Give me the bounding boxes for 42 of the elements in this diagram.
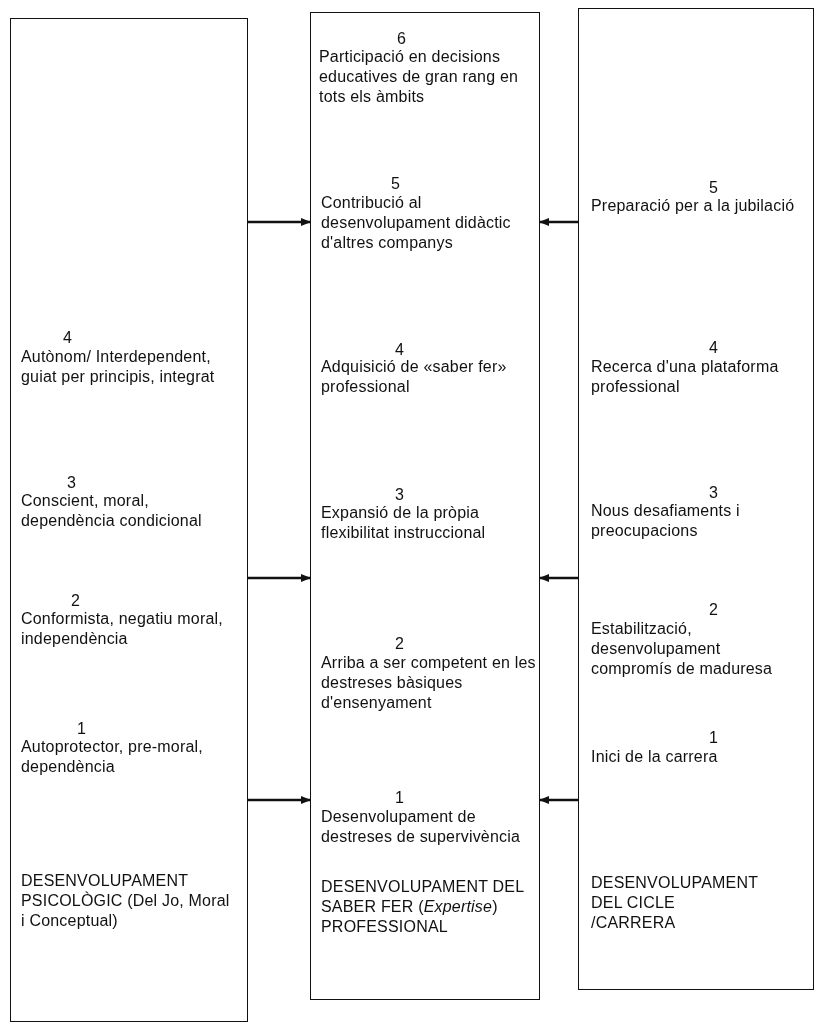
arrow — [539, 796, 578, 804]
stage-text: Inici de la carrera — [591, 747, 719, 767]
column-box — [310, 12, 540, 1000]
stage-number: 5 — [709, 178, 719, 198]
column-box — [10, 18, 248, 1022]
stage-text: Autònom/ Interdependent, guiat per principis, integrat — [21, 347, 216, 387]
stage-text: Adquisició de «saber fer» professional — [321, 357, 508, 397]
stage-text: Conscient, moral, dependència condicional — [21, 491, 203, 531]
stage-number: 1 — [77, 719, 87, 739]
arrow — [539, 574, 578, 582]
stage-number: 6 — [397, 29, 407, 49]
stage-text: Contribució al desenvolupament didàctic d'altres companys — [321, 193, 512, 253]
stage-number: 3 — [395, 485, 405, 505]
stage-number: 4 — [395, 340, 405, 360]
column-box — [578, 8, 814, 990]
stage-number: 4 — [63, 328, 73, 348]
stage-text: Conformista, negatiu moral, independència — [21, 609, 224, 649]
stage-text: Participació en decisions educatives de gran rang en tots els àmbits — [319, 47, 520, 107]
stage-text: Recerca d'una plataforma professional — [591, 357, 780, 397]
column-heading: DESENVOLUPAMENT PSICOLÒGIC (Del Jo, Moral i Conceptual) — [21, 871, 231, 931]
stage-number: 2 — [71, 591, 81, 611]
stage-text: Desenvolupament de destreses de supervivència — [321, 807, 522, 847]
column-heading: DESENVOLUPAMENT DEL SABER FER (Expertise) PROFESSIONAL — [321, 877, 525, 937]
stage-number: 5 — [391, 174, 401, 194]
stage-text: Nous desafiaments i preocupacions — [591, 501, 741, 541]
stage-text: Expansió de la pròpia flexibilitat instruccional — [321, 503, 487, 543]
arrow — [248, 218, 311, 226]
stage-number: 2 — [395, 634, 405, 654]
stage-text: Arriba a ser competent en les destreses bàsiques d'ensenyament — [321, 653, 536, 713]
stage-number: 1 — [395, 788, 405, 808]
stage-text: Estabilització, desenvolupament compromís de maduresa — [591, 619, 774, 679]
stage-number: 2 — [709, 600, 719, 620]
stage-number: 4 — [709, 338, 719, 358]
stage-number: 3 — [709, 483, 719, 503]
stage-number: 1 — [709, 728, 719, 748]
arrow — [248, 796, 311, 804]
stage-text: Preparació per a la jubilació — [591, 196, 796, 216]
stage-number: 3 — [67, 473, 77, 493]
arrow — [539, 218, 578, 226]
arrow — [248, 574, 311, 582]
stage-text: Autoprotector, pre-moral, dependència — [21, 737, 204, 777]
column-heading: DESENVOLUPAMENT DEL CICLE /CARRERA — [591, 873, 759, 933]
